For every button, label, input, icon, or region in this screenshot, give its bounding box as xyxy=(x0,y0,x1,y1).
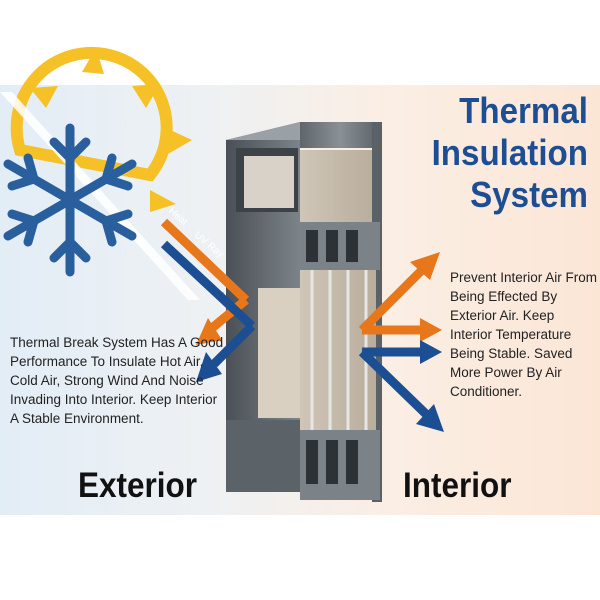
wind-arrowhead xyxy=(196,352,222,382)
window-profile xyxy=(226,122,382,502)
interior-blue-arrow xyxy=(358,347,432,420)
interior-label: Interior xyxy=(403,466,512,505)
title-line-3: System xyxy=(470,174,588,215)
title-line-1: Thermal xyxy=(459,90,588,131)
page-title: Thermal Insulation System xyxy=(349,90,588,216)
title-line-2: Insulation xyxy=(431,132,588,173)
heat-arrow xyxy=(160,218,250,332)
heat-arrowhead xyxy=(196,318,222,345)
interior-description: Prevent Interior Air From Being Effected… xyxy=(450,270,598,399)
interior-orange-arrow xyxy=(358,266,426,335)
wind-arrow xyxy=(160,240,256,368)
snowflake-icon xyxy=(3,123,137,277)
exterior-label: Exterior xyxy=(78,466,198,505)
exterior-description: Thermal Break System Has A Good Performa… xyxy=(10,335,224,426)
